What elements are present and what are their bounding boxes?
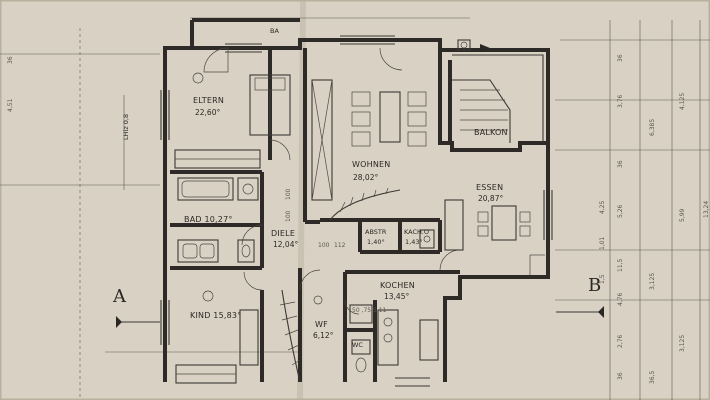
walls [163, 18, 550, 382]
entrance-arrow [480, 44, 490, 52]
dim-right-4: 5,26 [617, 204, 624, 218]
top-label: BA [270, 27, 279, 35]
dim-right-7: 2,76 [617, 334, 624, 348]
bedroom-furniture [174, 72, 291, 169]
dim-right-11: 3,125 [679, 335, 686, 352]
room-kacho-name: KACH.O [404, 228, 429, 236]
door-label-1: 100 [285, 188, 292, 200]
kitchen-note: 50 ,75 5 11 [352, 307, 387, 314]
door-swings [203, 47, 461, 315]
room-bad-name: BAD 10,27° [184, 215, 233, 224]
door-label-2: 100 [285, 210, 292, 222]
door-label-4: 112 [334, 242, 346, 249]
section-a-label: A [112, 286, 127, 307]
room-abstr-area: 1,40° [367, 238, 385, 246]
dim-right-6: 4,76 [617, 292, 624, 306]
dimension-labels: 36 4,51 36 3,76 36 5,26 11,5 4,76 2,76 3… [7, 54, 710, 384]
room-wohnen-area: 28,02° [353, 173, 378, 182]
room-eltern-area: 22,60° [195, 108, 220, 117]
living-furniture [311, 79, 427, 201]
door-label-3: 100 [318, 242, 330, 249]
dim-right-small-2: 1,01 [599, 236, 606, 250]
room-wf-name: WF [315, 320, 328, 329]
dim-right-10: 13,24 [703, 201, 710, 218]
dim-right-12: 36,5 [649, 370, 656, 384]
dim-right-3: 36 [617, 160, 624, 168]
room-balkon-name: BALKON [474, 128, 508, 137]
room-essen-area: 20,87° [478, 194, 503, 203]
balcony-shape [452, 39, 511, 143]
room-eltern-name: ELTERN [193, 96, 224, 105]
windows [160, 35, 553, 387]
dim-right-5: 11,5 [617, 258, 624, 272]
dim-right-small-1: 4,25 [599, 200, 606, 214]
dim-right-2: 3,76 [617, 94, 624, 108]
dim-right-9: 5,99 [679, 208, 686, 222]
dim-right-1: 36 [617, 54, 624, 62]
room-diele-name: DIELE [271, 229, 295, 238]
kids-room-furniture [175, 290, 259, 384]
dim-right-8: 36 [617, 372, 624, 380]
section-marker-a: A [112, 286, 160, 328]
room-kochen-area: 13,45° [384, 292, 409, 301]
dim-right-small-3: 3,125 [649, 273, 656, 290]
room-diele-area: 12,04° [273, 240, 298, 249]
room-wc-name: WC [352, 341, 363, 349]
bathroom-fixtures [177, 177, 259, 263]
room-wohnen-name: WOHNEN [352, 160, 390, 169]
dim-left-2: 4,51 [7, 98, 14, 112]
stairs [279, 187, 401, 383]
kitchen-fixtures [313, 229, 439, 373]
construction-lines [0, 17, 710, 400]
room-kind-name: KIND 15,83° [190, 311, 241, 320]
room-kacho-area: 1,43° [405, 238, 423, 246]
dim-right-13: 4,125 [679, 93, 686, 110]
section-marker-b: B [556, 275, 604, 318]
dining-furniture [444, 199, 545, 275]
dim-right-14: 6,385 [649, 119, 656, 136]
dim-right-small-4: 1,5 [599, 274, 606, 284]
lhiz-label: LHiz 0,8 [122, 114, 130, 140]
room-wf-area: 6,12° [313, 331, 334, 340]
section-b-label: B [588, 275, 601, 296]
room-kochen-name: KOCHEN [380, 281, 415, 290]
dim-left-1: 36 [7, 56, 14, 64]
room-essen-name: ESSEN [476, 183, 503, 192]
room-abstr-name: ABSTR [365, 228, 387, 236]
